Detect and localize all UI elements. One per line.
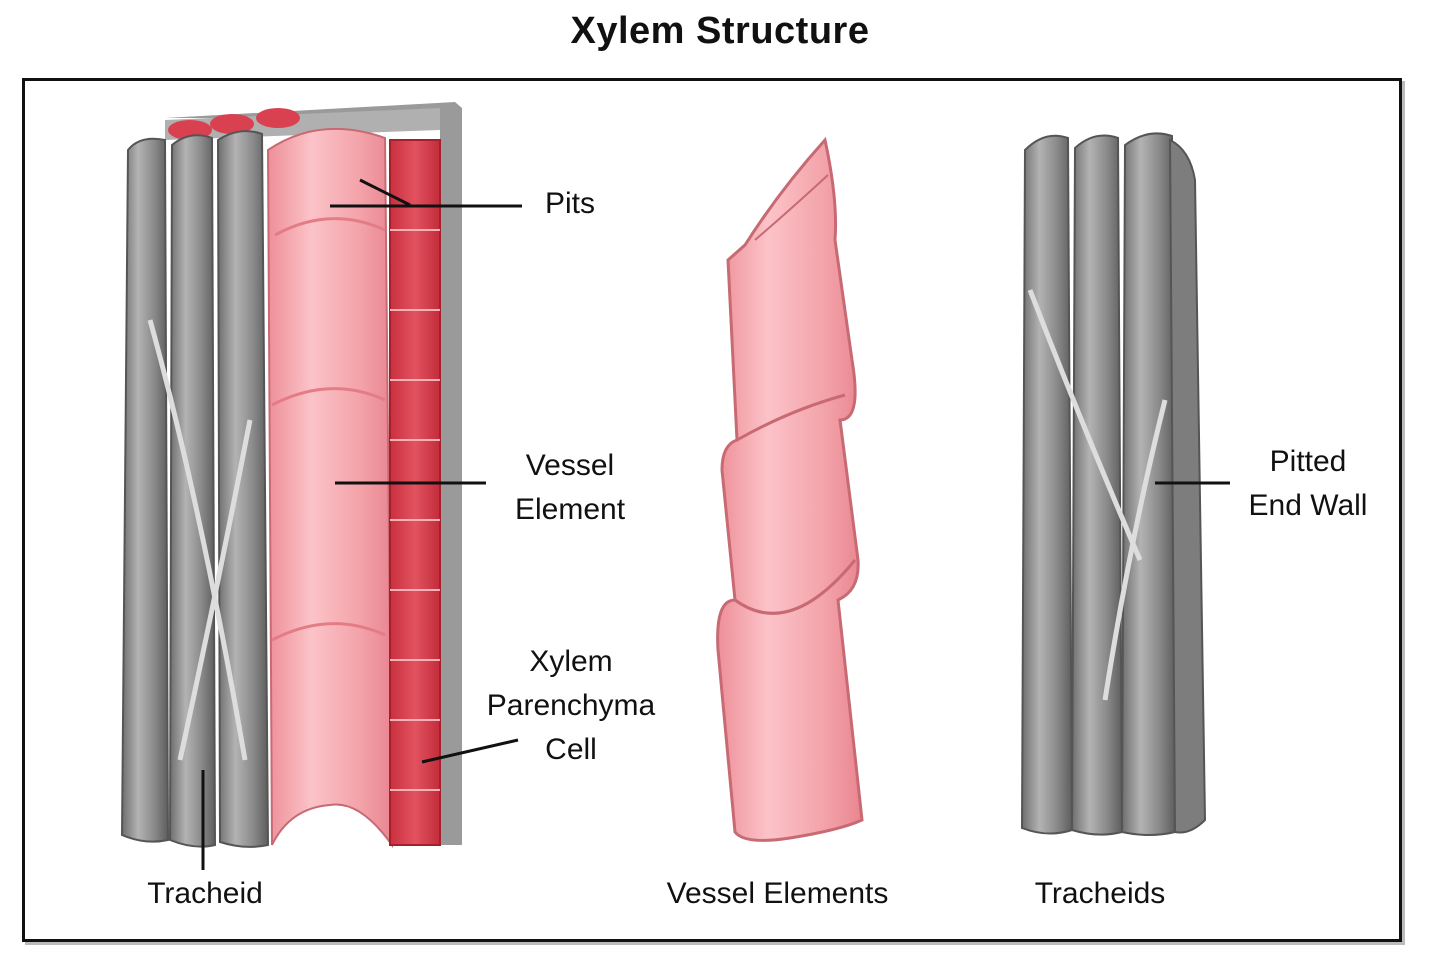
label-vessel-elements: Vessel Elements <box>666 877 889 910</box>
label-vessel-element: Vessel Element <box>514 449 626 526</box>
label-tracheid: Tracheid <box>147 877 263 910</box>
page-title: Xylem Structure <box>570 10 870 52</box>
tracheids-illustration <box>1020 132 1230 836</box>
label-tracheids: Tracheids <box>1034 877 1166 910</box>
label-pitted-end-wall: Pitted End Wall <box>1248 445 1368 522</box>
label-pits: Pits <box>544 187 595 220</box>
xylem-parenchyma-column <box>389 139 441 846</box>
vessel-elements-illustration <box>716 136 864 842</box>
tracheid-column <box>120 130 270 848</box>
xylem-block-left <box>120 102 522 870</box>
label-xylem-parenchyma-cell: Xylem Parenchyma Cell <box>486 645 656 766</box>
vessel-element <box>266 127 394 849</box>
